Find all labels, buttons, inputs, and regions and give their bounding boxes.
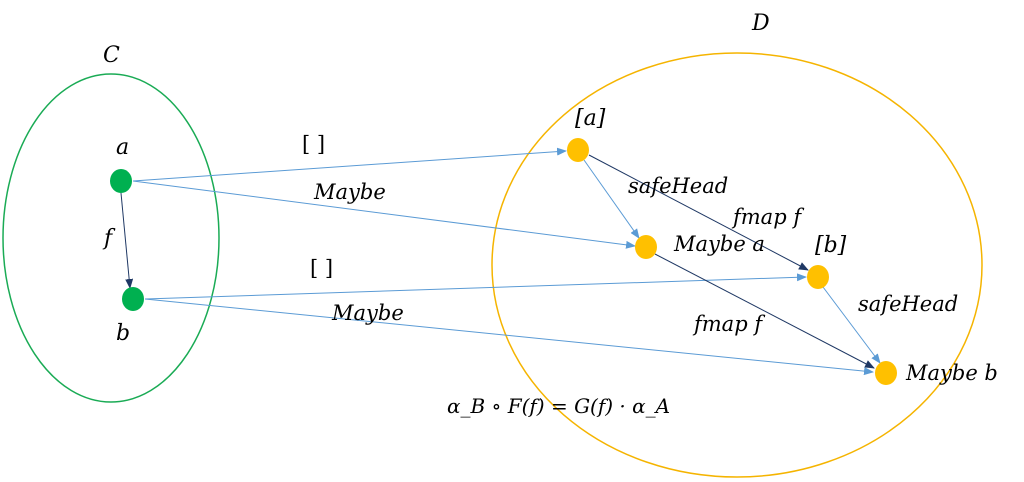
label-fmap-f-list: fmap f <box>731 205 804 229</box>
label-a: a <box>116 135 129 160</box>
node-b <box>122 287 144 311</box>
arrow-fmap-f-list <box>588 154 809 271</box>
label-list-a: [a] <box>575 106 606 131</box>
arrow-list-b <box>144 273 807 300</box>
arrow-safehead-a <box>583 159 640 239</box>
arrow-maybe-a <box>132 180 636 249</box>
node-a <box>110 169 132 193</box>
label-b: b <box>116 321 130 346</box>
label-safehead-b: safeHead <box>858 292 958 316</box>
naturality-equation: α_B ∘ F(f) = G(f) · α_A <box>447 394 670 418</box>
arrow-maybe-b <box>144 298 874 376</box>
node-list-a <box>567 138 589 162</box>
label-maybe-a: Maybe a <box>673 232 765 256</box>
node-list-b <box>807 265 829 289</box>
label-safehead-a: safeHead <box>628 174 728 198</box>
label-maybe-functor-top: Maybe <box>313 180 386 204</box>
label-maybe-functor-bottom: Maybe <box>331 301 404 325</box>
arrow-fmap-f-maybe <box>654 253 875 369</box>
category-c-ellipse <box>2 73 220 403</box>
label-list-b: [b] <box>815 233 847 258</box>
label-list-functor-bottom: [ ] <box>310 256 333 280</box>
label-maybe-b: Maybe b <box>905 361 998 385</box>
node-maybe-a <box>635 235 657 259</box>
arrow-list-a <box>132 147 567 182</box>
category-d-ellipse <box>491 52 983 478</box>
node-maybe-b <box>875 361 897 385</box>
label-f: f <box>102 226 116 251</box>
label-list-functor-top: [ ] <box>302 132 325 156</box>
category-d-label: D <box>751 11 770 36</box>
arrow-safehead-b <box>822 286 881 364</box>
label-fmap-f-maybe: fmap f <box>692 312 765 336</box>
arrow-f <box>120 192 134 289</box>
category-c-label: C <box>103 43 120 68</box>
